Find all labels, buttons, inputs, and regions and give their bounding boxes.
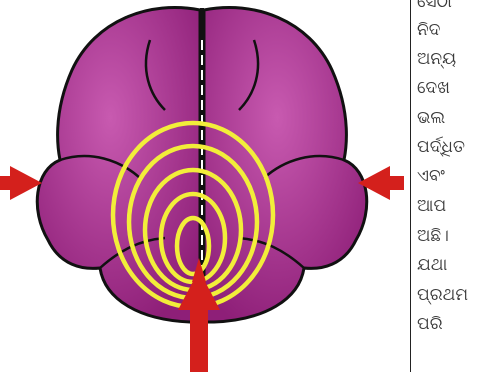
article-line: ପରି: [417, 314, 443, 334]
article-line: ଆପ: [417, 196, 446, 216]
brain-illustration: [0, 0, 404, 372]
article-line: ସେଠା: [417, 0, 452, 12]
article-line: ଭଲ: [417, 108, 445, 128]
article-line: ଏବଂ: [417, 166, 445, 186]
article-line: ଦେଖ: [417, 78, 450, 98]
article-line: ପର୍ଦ୍ଧିତ: [417, 137, 465, 157]
article-text-column: ସେଠା ନିଦ ଅନ୍ୟ ଦେଖ ଭଲ ପର୍ଦ୍ଧିତ ଏବଂ ଆପ ଅଛି…: [410, 0, 479, 372]
arrow-left-icon: [0, 166, 42, 200]
article-line: ପ୍ରଥମ: [417, 285, 468, 305]
article-line: ଅନ୍ୟ: [417, 49, 456, 69]
article-line: ଯଥା: [417, 255, 447, 275]
article-line: ଅଛି।: [417, 226, 449, 246]
article-line: ନିଦ: [417, 20, 440, 40]
